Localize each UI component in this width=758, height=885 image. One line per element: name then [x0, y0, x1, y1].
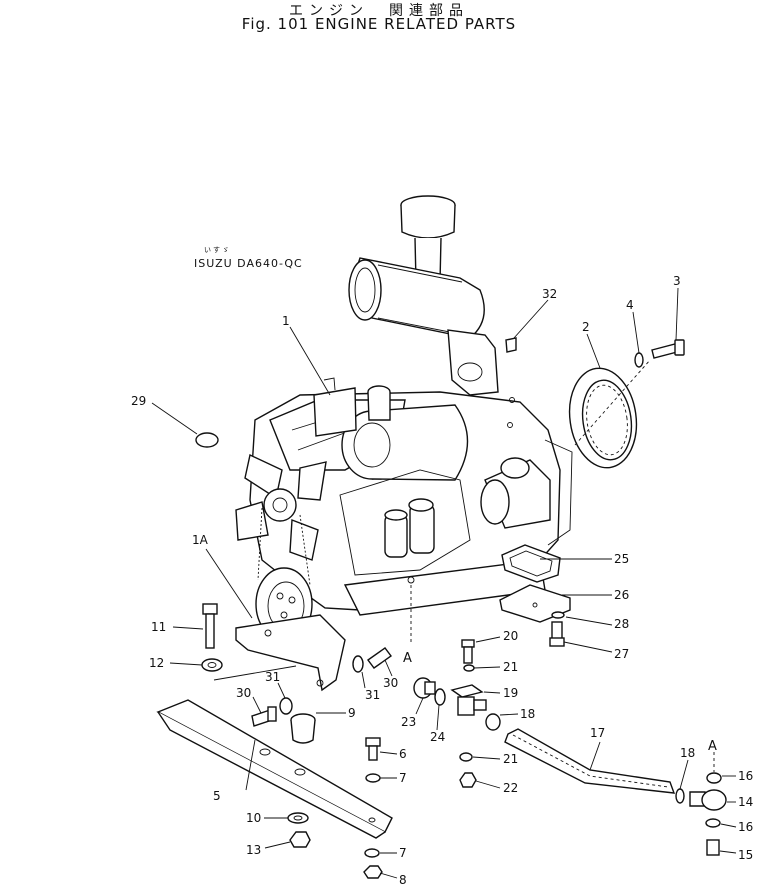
washer-part-12	[201, 658, 223, 672]
bolt-part-30-left	[251, 706, 277, 727]
washer-part-31-left	[279, 697, 293, 715]
callout-15: 15	[738, 848, 753, 862]
bolt-part-27	[549, 621, 565, 647]
gasket-part-25	[501, 544, 561, 583]
cover-part-26	[499, 584, 571, 623]
callout-16b: 16	[738, 820, 753, 834]
callout-30b: 30	[383, 676, 398, 690]
tee-fitting-part-19	[450, 684, 487, 716]
bolt-part-11	[202, 603, 218, 649]
callout-22: 22	[503, 781, 518, 795]
clamp-part-18-right	[675, 788, 685, 804]
section-marker-a-fitting: A	[708, 739, 717, 754]
washer-part-10	[287, 812, 309, 824]
washer-part-21-bottom	[459, 752, 473, 762]
nut-part-8	[363, 865, 383, 879]
leader-lines	[151, 287, 737, 879]
callout-29: 29	[131, 394, 146, 408]
bolt-part-3	[651, 339, 685, 359]
washer-part-4	[634, 352, 644, 368]
callout-21a: 21	[503, 660, 518, 674]
callout-17: 17	[590, 726, 605, 740]
plug-part-32	[505, 337, 517, 353]
bolt-part-6	[365, 737, 381, 761]
callout-18a: 18	[520, 707, 535, 721]
bolt-part-15	[706, 839, 720, 856]
washer-part-16-bottom	[705, 818, 721, 828]
callout-9: 9	[348, 706, 356, 720]
callout-21b: 21	[503, 752, 518, 766]
callout-24: 24	[430, 730, 445, 744]
callout-26: 26	[614, 588, 629, 602]
bolt-part-30-right	[367, 647, 392, 669]
callout-28: 28	[614, 617, 629, 631]
model-kana-label: いすゞ	[204, 246, 231, 254]
washer-part-7-top	[365, 773, 381, 783]
callout-32: 32	[542, 287, 557, 301]
callout-labels: 1 1A 2 3 4 5 6 7 7 8 9 10 11 12 13 14 15…	[131, 274, 753, 885]
nut-part-13	[289, 831, 311, 848]
callout-12: 12	[149, 656, 164, 670]
washer-part-24	[434, 688, 446, 706]
callout-13: 13	[246, 843, 261, 857]
figure-title: Fig. 101 ENGINE RELATED PARTS	[241, 15, 517, 33]
base-rail-part-5	[156, 699, 393, 839]
mount-part-9	[290, 713, 316, 744]
callout-31a: 31	[265, 670, 280, 684]
callout-10: 10	[246, 811, 261, 825]
fitting-part-23	[413, 677, 436, 699]
callout-11: 11	[151, 620, 166, 634]
model-label: ISUZU DA640-QC	[194, 257, 303, 270]
callout-4: 4	[626, 298, 634, 312]
figure-title-japanese: エンジン 関連部品	[289, 3, 469, 19]
callout-5: 5	[213, 789, 221, 803]
callout-20: 20	[503, 629, 518, 643]
washer-part-21-top	[463, 664, 475, 672]
section-marker-a-engine: A	[403, 651, 412, 666]
callout-8: 8	[399, 873, 407, 885]
callout-31b: 31	[365, 688, 380, 702]
fitting-part-14	[689, 789, 727, 811]
callout-7a: 7	[399, 771, 407, 785]
clamp-part-18-left	[485, 713, 501, 731]
ring-gear-part-2	[568, 367, 638, 469]
callout-18b: 18	[680, 746, 695, 760]
callout-3: 3	[673, 274, 681, 288]
callout-7b: 7	[399, 846, 407, 860]
callout-1: 1	[282, 314, 290, 328]
callout-1a: 1A	[192, 533, 209, 547]
engine-assembly	[235, 195, 573, 692]
washer-part-7-bottom	[364, 848, 380, 858]
callout-16a: 16	[738, 769, 753, 783]
hose-part-17	[504, 728, 676, 794]
washer-part-31-right	[352, 655, 364, 673]
cap-part-29	[195, 432, 219, 448]
callout-30a: 30	[236, 686, 251, 700]
nut-part-22	[459, 772, 477, 788]
callout-6: 6	[399, 747, 407, 761]
callout-23: 23	[401, 715, 416, 729]
callout-25: 25	[614, 552, 629, 566]
callout-14: 14	[738, 795, 753, 809]
callout-2: 2	[582, 320, 590, 334]
washer-part-16-top	[706, 772, 722, 784]
callout-27: 27	[614, 647, 629, 661]
bolt-part-20	[461, 639, 475, 664]
washer-part-28	[551, 611, 565, 619]
callout-19: 19	[503, 686, 518, 700]
